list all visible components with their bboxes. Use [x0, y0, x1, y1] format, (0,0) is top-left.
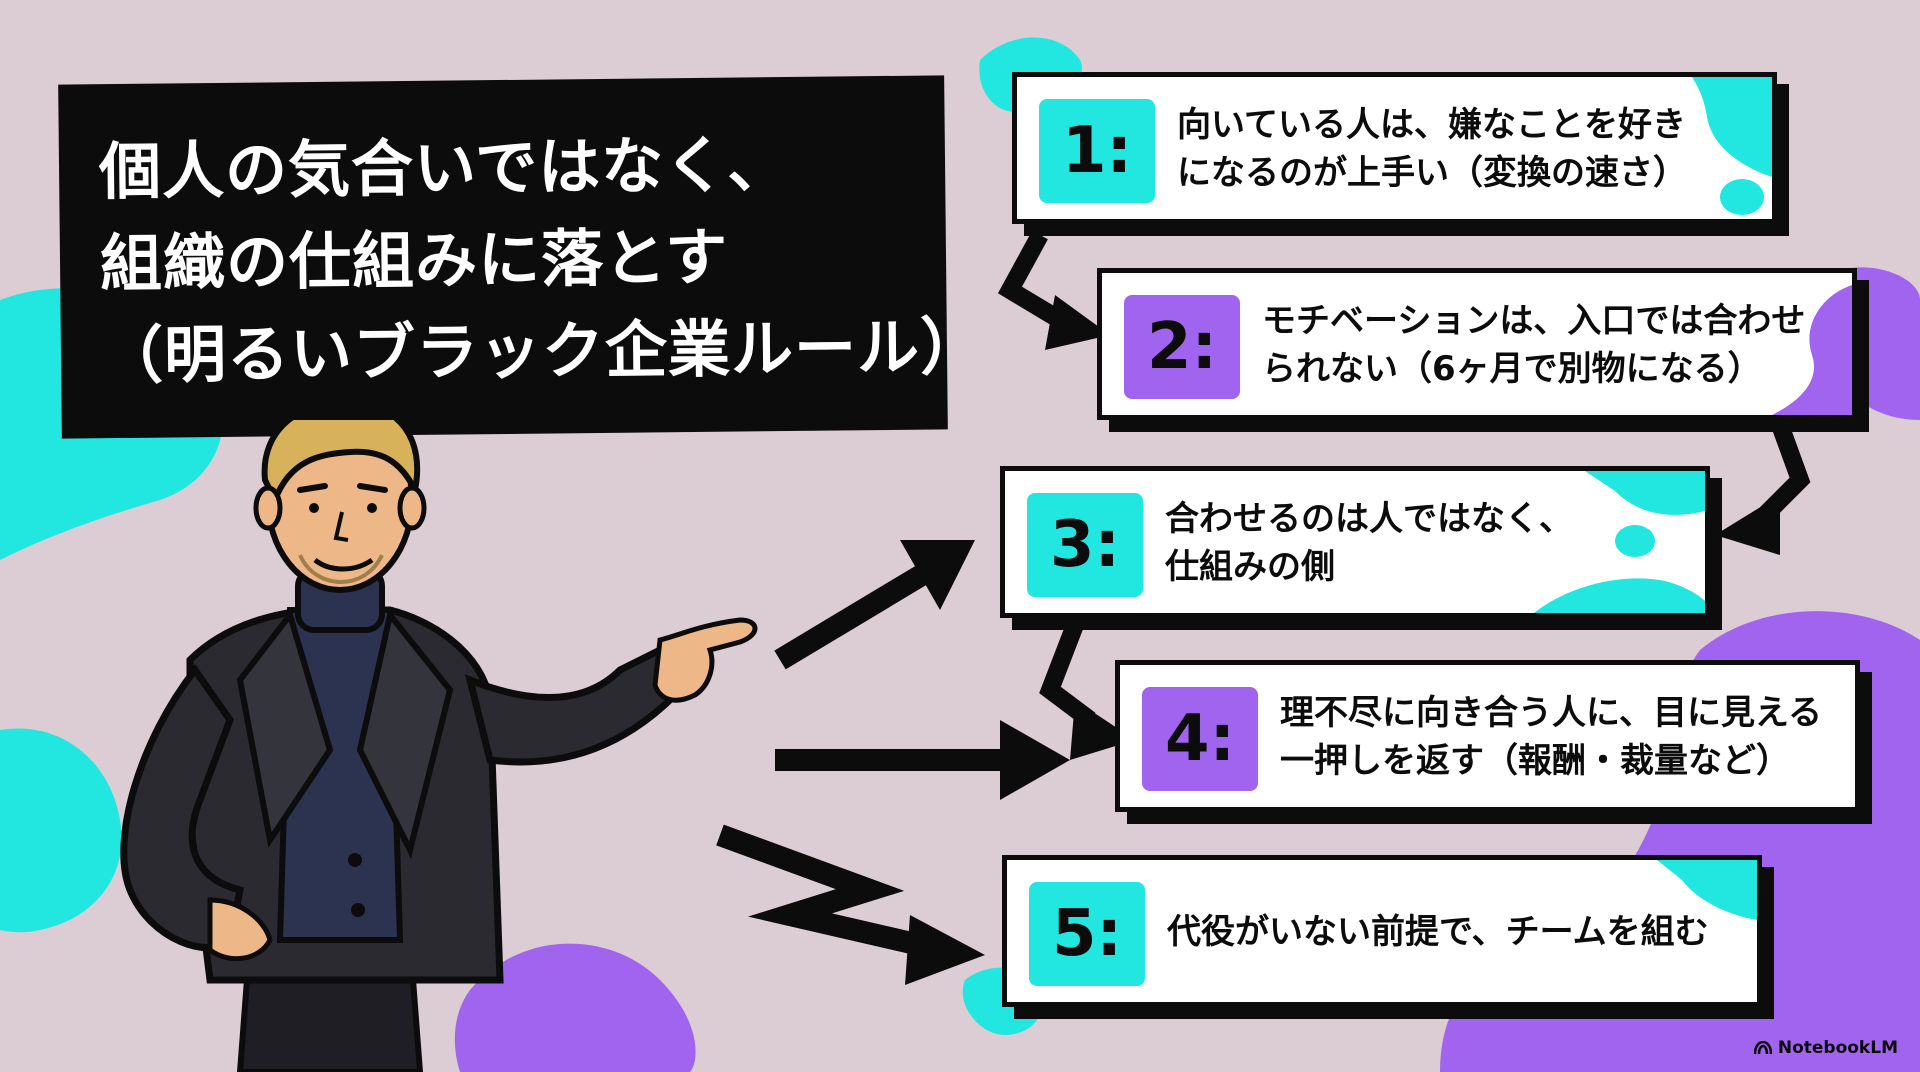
title-banner: 個人の気合いではなく、 組織の仕組みに落とす （明るいブラック企業ルール） — [58, 75, 984, 439]
step-text-4: 理不尽に向き合う人に、目に見える 一押しを返す（報酬・裁量など） — [1280, 689, 1827, 785]
purple-blob-bottom — [454, 943, 696, 1072]
step-text-5: 代役がいない前提で、チームを組む — [1167, 908, 1729, 956]
step-number-3: 3: — [1027, 493, 1143, 597]
card-2-decoration — [1772, 285, 1852, 415]
step-card-1: 1: 向いている人は、嫌なことを好き になるのが上手い（変換の速さ） — [1012, 72, 1777, 224]
step-number-4: 4: — [1142, 687, 1258, 791]
cyan-blob-left-lower — [0, 728, 122, 933]
step-4-line-2: 一押しを返す（報酬・裁量など） — [1280, 741, 1790, 781]
step-3-line-2: 仕組みの側 — [1165, 547, 1335, 587]
presenter-illustration — [120, 420, 758, 1072]
step-card-5: 5: 代役がいない前提で、チームを組む — [1002, 855, 1762, 1007]
step-text-2: モチベーションは、入口では合わせ られない（6ヶ月で別物になる） — [1262, 297, 1824, 393]
card-5-decoration — [1657, 860, 1757, 920]
step-2-line-2: られない（6ヶ月で別物になる） — [1262, 349, 1762, 389]
branding-label: NotebookLM — [1777, 1038, 1898, 1058]
step-4-line-1: 理不尽に向き合う人に、目に見える — [1280, 693, 1822, 733]
step-card-2: 2: モチベーションは、入口では合わせ られない（6ヶ月で別物になる） — [1097, 268, 1857, 420]
step-2-line-1: モチベーションは、入口では合わせ — [1262, 301, 1806, 341]
title-line-1: 個人の気合いではなく、 — [98, 127, 791, 209]
card-3-decoration — [1534, 471, 1705, 613]
step-number-2: 2: — [1124, 295, 1240, 399]
step-card-3: 3: 合わせるのは人ではなく、 仕組みの側 — [1000, 466, 1710, 618]
title-line-2: 組織の仕組みに落とす — [99, 220, 729, 301]
step-text-3: 合わせるのは人ではなく、 仕組みの側 — [1165, 495, 1677, 591]
step-5-line-1: 代役がいない前提で、チームを組む — [1167, 912, 1709, 952]
step-number-5: 5: — [1029, 882, 1145, 986]
notebooklm-logo-icon — [1753, 1041, 1772, 1055]
step-1-line-2: になるのが上手い（変換の速さ） — [1177, 153, 1687, 193]
step-1-line-1: 向いている人は、嫌なことを好き — [1177, 105, 1686, 145]
step-3-line-1: 合わせるのは人ではなく、 — [1165, 499, 1573, 539]
step-card-4: 4: 理不尽に向き合う人に、目に見える 一押しを返す（報酬・裁量など） — [1115, 660, 1860, 812]
step-text-1: 向いている人は、嫌なことを好き になるのが上手い（変換の速さ） — [1177, 101, 1744, 197]
card-1-decoration — [1692, 77, 1772, 215]
title-line-3: （明るいブラック企業ルール） — [100, 309, 984, 393]
step-number-1: 1: — [1039, 99, 1155, 203]
notebooklm-branding: NotebookLM — [1753, 1038, 1898, 1058]
